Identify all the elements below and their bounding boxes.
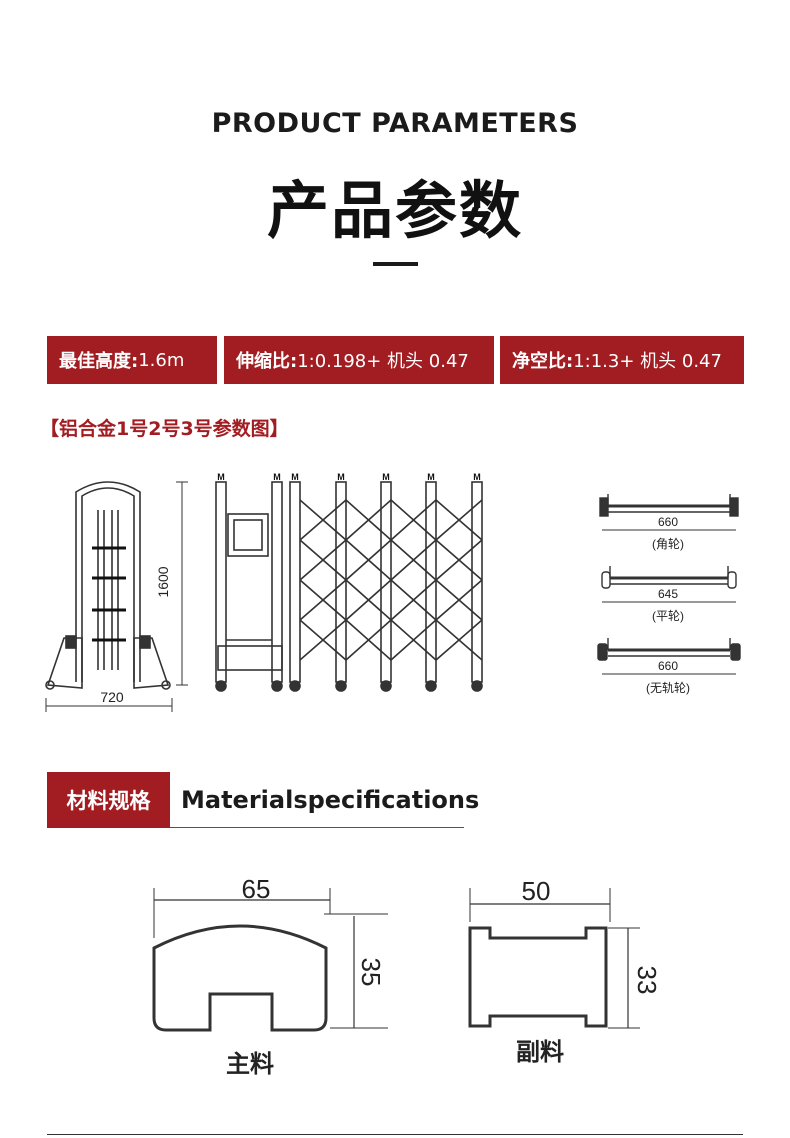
materials-tag: 材料规格 bbox=[47, 772, 170, 828]
param-label: 最佳高度: bbox=[59, 351, 139, 372]
wheel-width-label: 645 bbox=[658, 587, 678, 601]
page-title-cn: 产品参数 bbox=[266, 174, 523, 247]
diagram-caption: 【铝合金1号2号3号参数图】 bbox=[40, 418, 289, 440]
motor-mark: M bbox=[273, 472, 281, 482]
bottom-divider bbox=[47, 1134, 743, 1135]
width-dimension-label: 720 bbox=[100, 689, 124, 705]
motor-mark: M bbox=[473, 472, 481, 482]
motor-mark: M bbox=[382, 472, 390, 482]
param-best-height: 最佳高度: 1.6m bbox=[47, 336, 217, 384]
main-profile-name: 主料 bbox=[226, 1051, 274, 1078]
flat-wheel-drawing bbox=[601, 566, 737, 603]
gate-diagram: 1600 720 M M M M M bbox=[45, 472, 483, 712]
gate-side-view bbox=[45, 481, 188, 712]
wheel-width-label: 660 bbox=[658, 659, 678, 673]
wheel-name-label: (角轮) bbox=[652, 537, 684, 551]
param-stretch-ratio: 伸缩比: 1:0.198+ 机头 0.47 bbox=[224, 336, 494, 384]
motor-mark: M bbox=[217, 472, 225, 482]
sub-profile-name: 副料 bbox=[516, 1039, 564, 1066]
motor-labels: M M M M M M M bbox=[217, 472, 481, 482]
param-label: 伸缩比: bbox=[236, 351, 298, 372]
motor-mark: M bbox=[291, 472, 299, 482]
param-value: 1:0.198+ 机头 0.47 bbox=[297, 351, 469, 372]
materials-heading-en: Materialspecifications bbox=[181, 786, 480, 814]
wheel-name-label: (平轮) bbox=[652, 609, 684, 623]
main-height-label: 35 bbox=[356, 958, 386, 987]
param-value: 1.6m bbox=[138, 349, 185, 371]
main-width-label: 65 bbox=[242, 874, 271, 904]
gate-front-view bbox=[215, 481, 483, 692]
wheel-width-label: 660 bbox=[658, 515, 678, 529]
profile-diagram: 65 35 主料 50 33 副料 bbox=[152, 874, 660, 1078]
sub-height-label: 33 bbox=[632, 966, 660, 995]
motor-mark: M bbox=[337, 472, 345, 482]
sub-profile-shape bbox=[468, 926, 608, 1028]
wheel-types-diagram: 660 (角轮) 645 (平轮) 660 (无轨轮) bbox=[597, 494, 741, 695]
trackless-wheel-drawing bbox=[597, 638, 741, 675]
corner-wheel-drawing bbox=[599, 494, 739, 531]
motor-mark: M bbox=[427, 472, 435, 482]
height-dimension-label: 1600 bbox=[155, 566, 171, 597]
wheel-name-label: (无轨轮) bbox=[646, 681, 690, 695]
title-divider bbox=[373, 262, 418, 266]
sub-width-label: 50 bbox=[522, 876, 551, 906]
param-clearance-ratio: 净空比: 1:1.3+ 机头 0.47 bbox=[500, 336, 744, 384]
param-value: 1:1.3+ 机头 0.47 bbox=[573, 351, 722, 372]
main-profile-shape bbox=[152, 924, 328, 1032]
page-title-en: PRODUCT PARAMETERS bbox=[211, 108, 579, 139]
materials-underline bbox=[170, 827, 464, 828]
param-label: 净空比: bbox=[512, 351, 574, 372]
